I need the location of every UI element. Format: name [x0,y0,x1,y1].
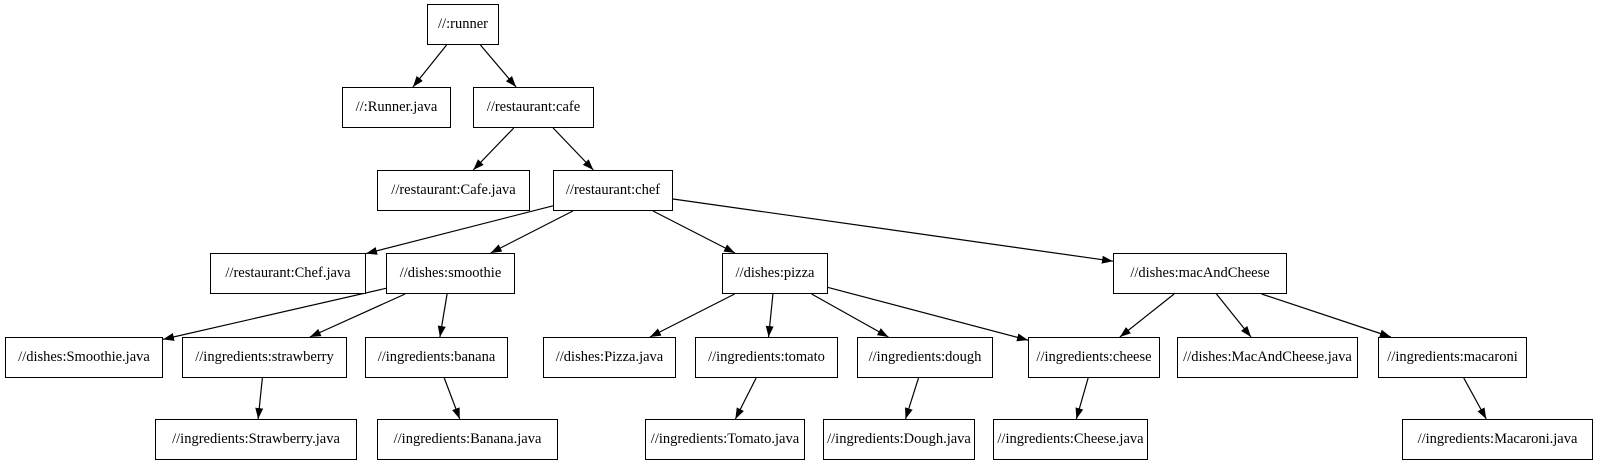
graph-edge-chef-mac-and-cheese [672,198,1114,264]
graph-edge-chef-pizza [652,210,736,254]
node-label: //ingredients:banana [377,349,496,366]
node-label: //dishes:macAndCheese [1130,265,1270,282]
graph-node-banana-java: //ingredients:Banana.java [377,419,558,460]
graph-node-smoothie: //dishes:smoothie [386,253,515,294]
graph-edge-runner-runner-java [412,44,448,88]
graph-node-mac-and-cheese: //dishes:macAndCheese [1113,253,1287,294]
graph-edge-mac-and-cheese-cheese [1119,293,1175,338]
graph-node-chef: //restaurant:chef [553,170,673,211]
graph-node-macaroni: //ingredients:macaroni [1378,337,1527,378]
graph-edge-dough-dough-java [904,377,920,420]
graph-edge-strawberry-strawberry-java [255,377,264,420]
graph-node-smoothie-java: //dishes:Smoothie.java [5,337,163,378]
node-label: //restaurant:Chef.java [225,265,351,282]
graph-node-mac-and-cheese-java: //dishes:MacAndCheese.java [1177,337,1358,378]
node-label: //ingredients:tomato [708,349,825,366]
graph-edge-smoothie-strawberry [309,293,406,338]
node-label: //ingredients:Dough.java [827,431,971,448]
graph-edge-mac-and-cheese-mac-and-cheese-java [1216,293,1252,338]
graph-edge-macaroni-macaroni-java [1463,377,1487,420]
graph-edge-banana-banana-java [443,377,461,420]
graph-node-runner: //:runner [427,4,499,45]
graph-edge-cafe-cafe-java [472,127,515,171]
node-label: //:runner [438,16,488,33]
graph-edge-cafe-chef [552,127,594,171]
graph-node-pizza: //dishes:pizza [722,253,828,294]
graph-edge-pizza-tomato [765,293,774,338]
graph-edge-pizza-dough [811,293,889,338]
node-label: //restaurant:cafe [486,99,581,116]
graph-node-strawberry-java: //ingredients:Strawberry.java [155,419,357,460]
graph-edge-runner-cafe [479,44,517,88]
node-label: //ingredients:strawberry [195,349,334,366]
graph-node-banana: //ingredients:banana [365,337,508,378]
graph-node-cafe: //restaurant:cafe [473,87,594,128]
graph-node-tomato-java: //ingredients:Tomato.java [645,419,805,460]
node-label: //ingredients:Macaroni.java [1417,431,1578,448]
graph-edge-smoothie-smoothie-java [162,287,387,341]
node-label: //ingredients:cheese [1036,349,1152,366]
node-label: //ingredients:Cheese.java [997,431,1144,448]
node-label: //ingredients:dough [868,349,982,366]
graph-node-strawberry: //ingredients:strawberry [182,337,347,378]
node-label: //ingredients:Strawberry.java [172,431,340,448]
node-label: //dishes:smoothie [399,265,502,282]
graph-edge-pizza-pizza-java [649,293,735,338]
node-label: //restaurant:chef [565,182,661,199]
graph-node-dough-java: //ingredients:Dough.java [823,419,975,460]
node-label: //ingredients:Banana.java [393,431,542,448]
graph-edge-smoothie-banana [437,293,448,338]
node-label: //ingredients:Tomato.java [650,431,800,448]
graph-node-cafe-java: //restaurant:Cafe.java [377,170,530,211]
graph-edge-cheese-cheese-java [1075,377,1089,420]
graph-node-cheese-java: //ingredients:Cheese.java [993,419,1148,460]
node-label: //dishes:pizza [735,265,815,282]
graph-edge-pizza-cheese [827,286,1029,342]
graph-edge-tomato-tomato-java [734,377,757,420]
graph-edge-chef-smoothie [490,210,574,254]
graph-edge-mac-and-cheese-macaroni [1261,293,1392,338]
node-label: //dishes:Smoothie.java [18,349,150,366]
node-label: //restaurant:Cafe.java [391,182,516,199]
node-label: //dishes:MacAndCheese.java [1183,349,1352,366]
graph-node-macaroni-java: //ingredients:Macaroni.java [1402,419,1593,460]
node-label: //ingredients:macaroni [1387,349,1518,366]
graph-node-runner-java: //:Runner.java [342,87,451,128]
graph-node-dough: //ingredients:dough [857,337,993,378]
graph-node-pizza-java: //dishes:Pizza.java [543,337,676,378]
node-label: //dishes:Pizza.java [555,349,664,366]
graph-node-chef-java: //restaurant:Chef.java [210,253,366,294]
graph-node-cheese: //ingredients:cheese [1028,337,1160,378]
node-label: //:Runner.java [355,99,438,116]
graph-node-tomato: //ingredients:tomato [695,337,838,378]
graph-edge-chef-chef-java [365,205,554,255]
